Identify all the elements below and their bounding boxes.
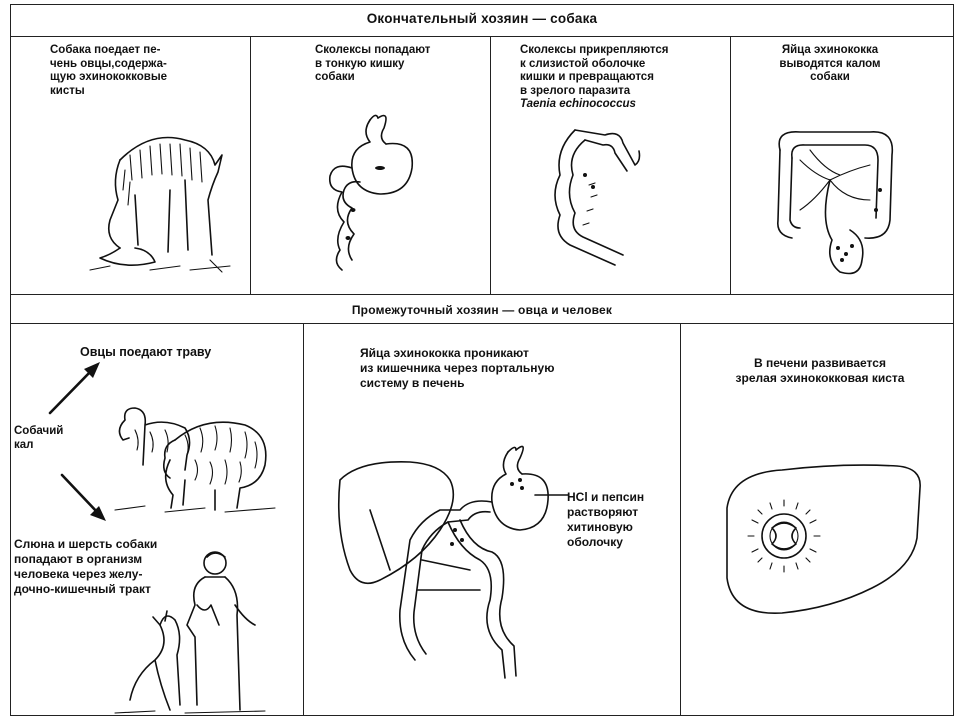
- divider-v4: [303, 323, 304, 716]
- panel4-caption: Яйца эхинококка выводятся калом собаки: [779, 44, 881, 83]
- panel3-caption: Сколексы прикрепляются к слизистой оболо…: [520, 44, 669, 97]
- panel2-caption: Сколексы попадают в тонкую кишку собаки: [315, 44, 431, 83]
- sheep-caption: Овцы поедают траву: [80, 345, 212, 359]
- divider-v3: [730, 36, 731, 294]
- intestine-segment-icon: [554, 129, 641, 266]
- sheep-icon: [114, 407, 276, 513]
- panel3-caption-italic: Taenia echinococcus: [520, 98, 636, 110]
- human-infection-caption: Слюна и шерсть собаки попадают в организ…: [14, 537, 158, 596]
- colon-with-eggs-icon: [776, 131, 894, 275]
- definitive-host-title: Окончательный хозяин — собака: [366, 11, 598, 26]
- intermediate-host-title: Промежуточный хозяин — овца и человек: [351, 303, 613, 317]
- arrow-icon: [48, 362, 106, 521]
- divider-v2: [490, 36, 491, 294]
- dog-feces-caption: Собачий кал: [14, 425, 64, 451]
- divider-v5: [680, 323, 681, 716]
- portal-caption: Яйца эхинококка проникают из кишечника ч…: [360, 346, 555, 390]
- man-with-dog-icon: [114, 551, 266, 714]
- divider-mid-top: [10, 294, 954, 295]
- divider-mid-bottom: [10, 323, 954, 324]
- cyst-caption: В печени развивается зрелая эхинококкова…: [735, 356, 905, 385]
- dog-eating-liver-icon: [89, 136, 231, 273]
- liver-cyst-icon: [726, 464, 921, 614]
- hcl-pepsin-label: HCl и пепсин растворяют хитиновую оболоч…: [567, 490, 645, 549]
- liver-portal-system-icon: [338, 445, 569, 679]
- diagram-frame: [10, 4, 954, 716]
- panel1-caption: Собака поедает пе- чень овцы,содержа- щу…: [50, 44, 168, 97]
- divider-top: [10, 36, 954, 37]
- stomach-icon: [328, 114, 414, 271]
- divider-v1: [250, 36, 251, 294]
